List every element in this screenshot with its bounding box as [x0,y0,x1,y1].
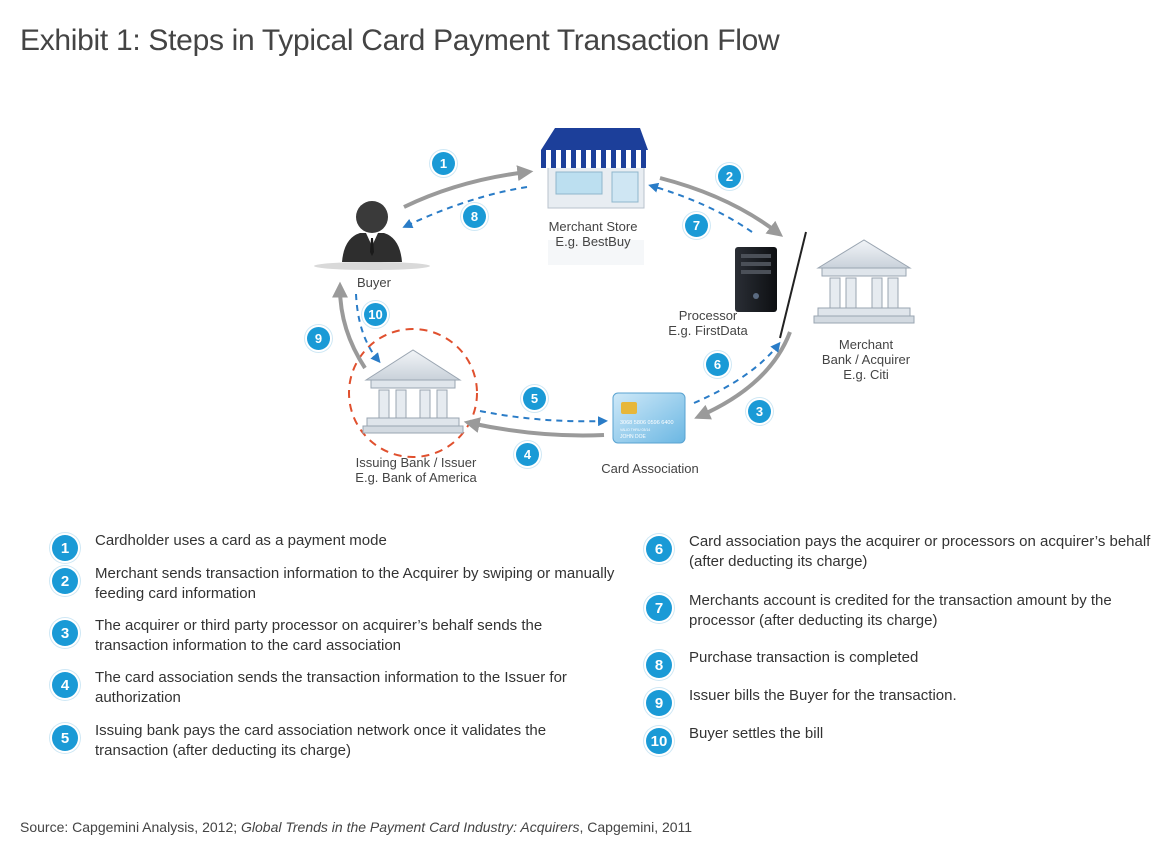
legend-text: Purchase transaction is completed [689,649,919,666]
legend-badge: 10 [646,728,672,754]
badge-step-9: 9 [307,327,330,350]
card-valid-text: VALID THRU 03/14 [620,428,650,432]
badge-step-7: 7 [685,214,708,237]
legend-badge: 6 [646,536,672,562]
arrow-step-2 [659,176,784,237]
legend-item-6: 6 Card association pays the acquirer or … [646,532,1156,572]
legend-text: Merchant sends transaction information t… [95,565,615,602]
legend-text: Buyer settles the bill [689,725,824,742]
arrow-step-9 [332,281,367,370]
arrow-step-3 [694,331,792,420]
arrow-step-7 [648,182,753,233]
flow-arrows [332,165,792,438]
legend-badge: 7 [646,595,672,621]
legend-badge: 5 [52,725,78,751]
flow-diagram: 3068 5806 0596 6400 VALID THRU 03/14 JOH… [314,128,915,458]
legend-item-3: 3 The acquirer or third party processor … [52,616,612,656]
badge-step-3: 3 [748,400,771,423]
arrow-step-10 [355,293,381,364]
badge-step-6: 6 [706,353,729,376]
legend-text: Issuing bank pays the card association n… [95,722,547,759]
arrow-step-4 [463,417,605,438]
legend-text: Merchants account is credited for the tr… [689,592,1112,629]
legend-item-10: 10 Buyer settles the bill [646,724,1156,754]
arrow-step-1 [403,165,534,209]
card-holder-text: JOHN DOE [620,434,647,440]
legend-badge: 2 [52,568,78,594]
legend-text: The card association sends the transacti… [95,669,567,706]
legend-item-8: 8 Purchase transaction is completed [646,648,1156,678]
buyer-label: Buyer [357,275,391,290]
legend-item-4: 4 The card association sends the transac… [52,668,612,708]
arrow-step-5 [479,410,608,427]
legend-text: The acquirer or third party processor on… [95,617,543,654]
arrow-step-6 [693,341,781,404]
badge-step-5: 5 [523,387,546,410]
arrow-step-8 [402,186,528,228]
legend-badge: 1 [52,535,78,561]
legend-item-7: 7 Merchants account is credited for the … [646,591,1161,631]
legend-badge: 8 [646,652,672,678]
card-association-label: Card Association [601,461,699,476]
legend-text: Cardholder uses a card as a payment mode [95,532,387,549]
source-note: Source: Capgemini Analysis, 2012; Global… [20,819,693,835]
legend-item-9: 9 Issuer bills the Buyer for the transac… [646,686,1156,716]
credit-card-icon: 3068 5806 0596 6400 VALID THRU 03/14 JOH… [612,392,686,444]
buyer-icon [314,201,430,270]
legend-text: Card association pays the acquirer or pr… [689,533,1151,570]
badge-step-10: 10 [364,303,387,326]
processor-server-icon [735,247,777,312]
legend-item-1: 1 Cardholder uses a card as a payment mo… [52,531,612,561]
issuer-highlight-ring [348,328,478,458]
badge-step-8: 8 [463,205,486,228]
page-title: Exhibit 1: Steps in Typical Card Payment… [20,24,780,57]
card-number-text: 3068 5806 0596 6400 [620,420,674,426]
legend-badge: 9 [646,690,672,716]
badge-step-4: 4 [516,443,539,466]
acquirer-bank-icon [813,239,915,324]
legend-badge: 3 [52,620,78,646]
legend-item-2: 2 Merchant sends transaction information… [52,564,617,604]
issuing-bank-icon [348,328,478,458]
legend-badge: 4 [52,672,78,698]
divider-line [779,231,807,339]
merchant-store-icon [541,128,648,265]
legend-item-5: 5 Issuing bank pays the card association… [52,721,612,761]
badge-step-1: 1 [432,152,455,175]
badge-step-2: 2 [718,165,741,188]
legend-text: Issuer bills the Buyer for the transacti… [689,687,957,704]
